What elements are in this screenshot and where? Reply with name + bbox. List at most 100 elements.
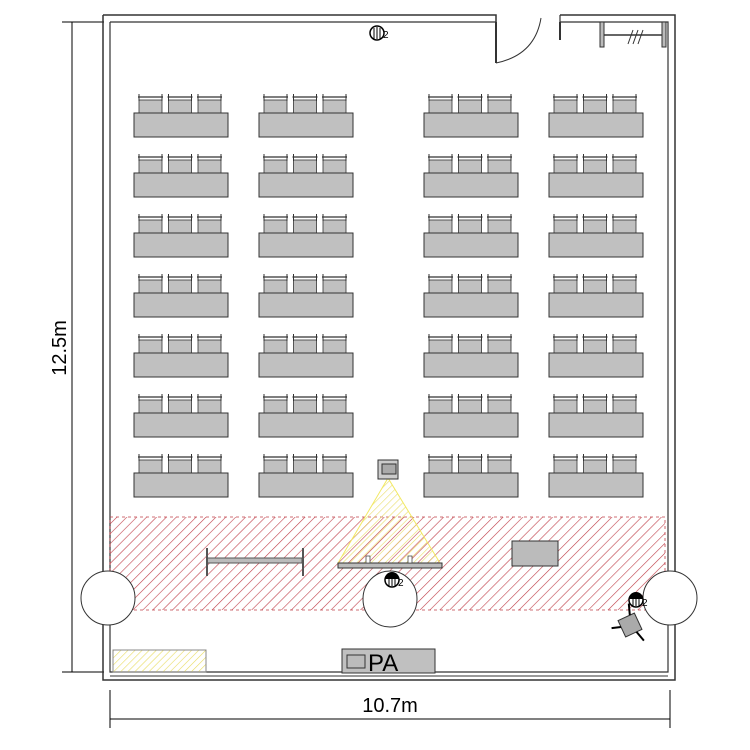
desk — [548, 292, 644, 318]
chair — [553, 454, 578, 474]
chair — [487, 454, 512, 474]
chair — [197, 214, 222, 234]
chair — [553, 334, 578, 354]
height-dimension: 12.5m — [49, 21, 104, 673]
chair — [292, 274, 318, 294]
desk-group — [258, 94, 354, 138]
chair — [197, 334, 222, 354]
chair — [487, 154, 512, 174]
chair — [263, 334, 288, 354]
chair — [263, 394, 288, 414]
desk — [548, 232, 644, 258]
chair — [612, 94, 637, 114]
desk — [258, 472, 354, 498]
chair — [612, 334, 637, 354]
desk — [548, 352, 644, 378]
desk — [423, 412, 519, 438]
chair — [197, 154, 222, 174]
chair — [263, 214, 288, 234]
desk-group — [423, 394, 519, 438]
width-label: 10.7m — [362, 695, 418, 717]
chair — [428, 454, 453, 474]
desk-group — [423, 94, 519, 138]
chair — [582, 334, 608, 354]
desk — [133, 292, 229, 318]
chair — [457, 274, 483, 294]
chair — [322, 94, 347, 114]
microphone-stage: 2 — [384, 572, 404, 589]
desk-group — [548, 454, 644, 498]
mic-count: 2 — [398, 578, 404, 589]
chair — [487, 394, 512, 414]
desk-group — [548, 394, 644, 438]
pa-system: PA — [341, 648, 436, 677]
mic-count: 2 — [642, 598, 648, 609]
chair — [322, 454, 347, 474]
desk-group — [548, 154, 644, 198]
desk — [133, 472, 229, 498]
chair — [582, 94, 608, 114]
chair — [263, 94, 288, 114]
desk-group — [133, 454, 229, 498]
chair — [292, 454, 318, 474]
pa-label: PA — [368, 650, 398, 677]
chair — [197, 274, 222, 294]
pillars — [80, 570, 698, 628]
chair — [263, 454, 288, 474]
chair — [292, 394, 318, 414]
desk — [133, 232, 229, 258]
chair — [582, 154, 608, 174]
whiteboard — [206, 548, 304, 576]
chair — [428, 394, 453, 414]
chair — [612, 454, 637, 474]
desk — [258, 292, 354, 318]
desk — [423, 172, 519, 198]
desk-group — [133, 214, 229, 258]
chair — [322, 154, 347, 174]
desk — [258, 412, 354, 438]
desk — [258, 172, 354, 198]
chair — [553, 394, 578, 414]
microphone-corner: 2 — [628, 592, 648, 609]
desk-group — [548, 334, 644, 378]
desk — [258, 232, 354, 258]
height-label: 12.5m — [49, 320, 71, 376]
desk — [548, 472, 644, 498]
chair — [292, 334, 318, 354]
chair — [428, 274, 453, 294]
chair — [263, 274, 288, 294]
desk-group — [258, 214, 354, 258]
seating-area — [133, 94, 644, 498]
desk — [423, 112, 519, 138]
chair — [582, 274, 608, 294]
chair — [292, 154, 318, 174]
chair — [457, 214, 483, 234]
desk — [423, 352, 519, 378]
chair — [138, 154, 163, 174]
desk — [258, 112, 354, 138]
desk-group — [548, 94, 644, 138]
desk-group — [258, 274, 354, 318]
desk-group — [548, 274, 644, 318]
microphone-ceiling: 2 — [369, 25, 389, 41]
desk — [423, 292, 519, 318]
desk-group — [258, 334, 354, 378]
chair — [428, 334, 453, 354]
chair — [457, 394, 483, 414]
chair — [582, 394, 608, 414]
desk-group — [133, 394, 229, 438]
desk — [423, 472, 519, 498]
chair — [553, 94, 578, 114]
chair — [167, 94, 193, 114]
coat-rack — [599, 21, 667, 48]
desk-group — [423, 334, 519, 378]
chair — [322, 274, 347, 294]
chair — [263, 154, 288, 174]
desk — [258, 352, 354, 378]
projection-screen — [337, 555, 443, 569]
door — [495, 17, 561, 64]
chair — [582, 454, 608, 474]
chair — [167, 334, 193, 354]
reception-table — [112, 649, 207, 673]
